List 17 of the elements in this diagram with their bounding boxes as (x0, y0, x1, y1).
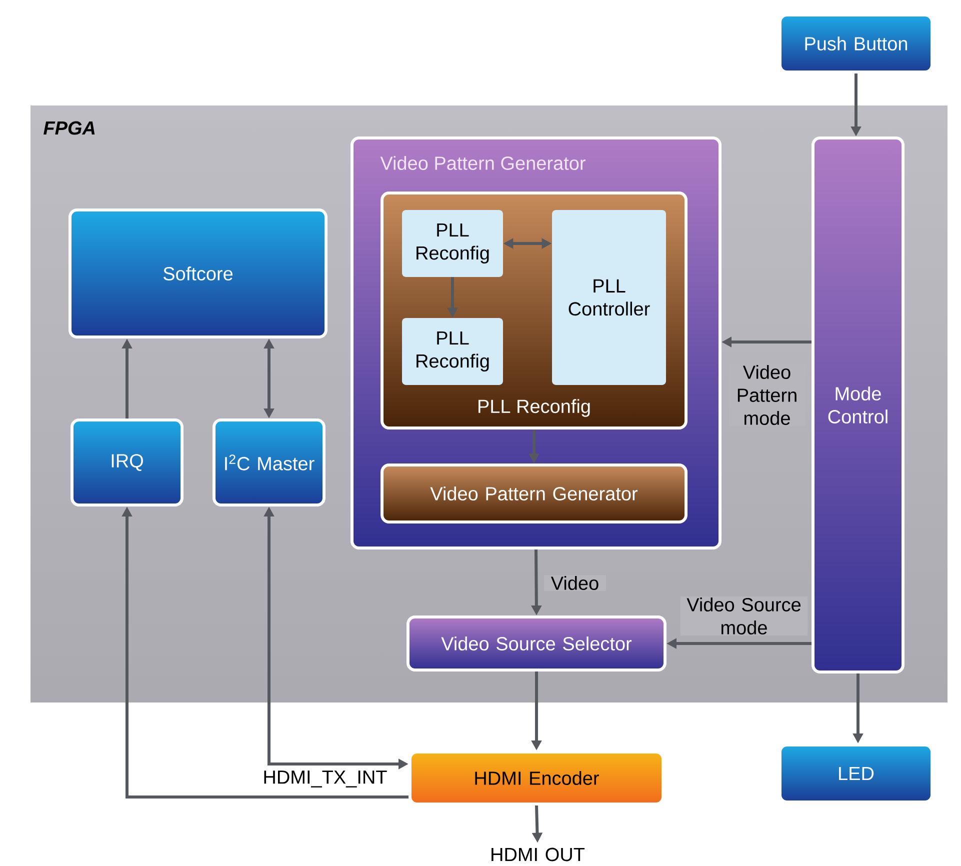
edge-label: Video Pattern mode (728, 364, 806, 426)
edge-label: HDMI_TX_INT (259, 770, 391, 788)
output-label: HDMI OUT (492, 848, 585, 862)
module-box: PLL Controller (552, 210, 666, 385)
module-box: LED (778, 744, 934, 804)
module-box: Mode Control (812, 136, 904, 674)
edge-label: Video (544, 575, 606, 591)
module-box: Video Pattern Generator (380, 464, 688, 524)
module-box: I$^{2}$C Master (212, 418, 326, 506)
module-box: Softcore (68, 208, 328, 338)
module-box: Video Source Selector (406, 616, 666, 672)
edge-label: Video Source mode (680, 596, 808, 636)
module-box: PLL Reconfig (402, 318, 503, 385)
encoder-box: HDMI Encoder (408, 750, 664, 806)
module-box: IRQ (70, 418, 184, 506)
module-box: Push Button (778, 14, 934, 74)
module-box: PLL Reconfig (402, 210, 503, 277)
